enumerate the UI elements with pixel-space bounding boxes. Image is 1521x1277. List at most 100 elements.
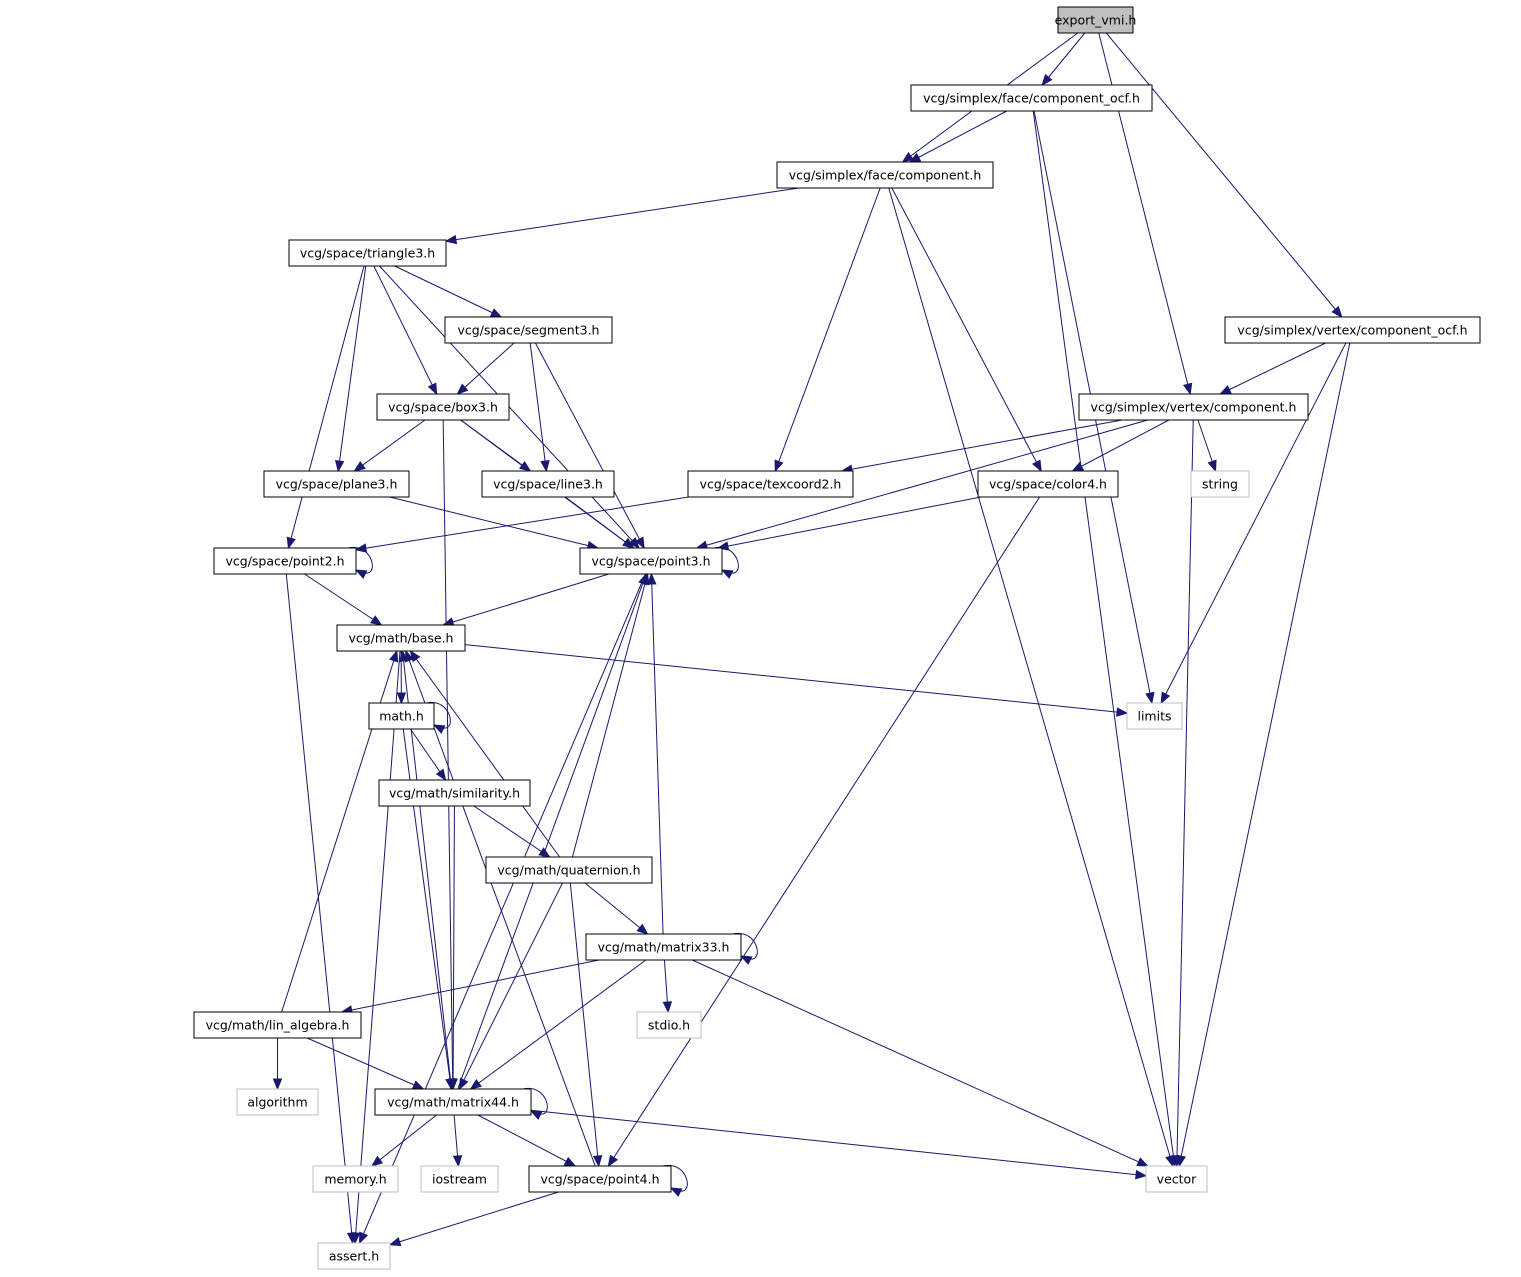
edge-vertex_ocf-to-vertex_comp xyxy=(1219,342,1326,395)
node-label: string xyxy=(1202,477,1238,492)
node-point4[interactable]: vcg/space/point4.h xyxy=(528,1165,672,1193)
node-segment3[interactable]: vcg/space/segment3.h xyxy=(444,316,613,344)
node-color4[interactable]: vcg/space/color4.h xyxy=(977,470,1119,498)
node-box xyxy=(776,161,994,189)
edge-math-to-similarity xyxy=(410,728,447,782)
edge-line xyxy=(304,573,382,626)
edge-point3-to-assert xyxy=(359,573,646,1245)
node-box xyxy=(1078,393,1309,421)
edge-arrowhead xyxy=(592,1155,603,1168)
node-box3[interactable]: vcg/space/box3.h xyxy=(376,393,510,421)
node-face_comp[interactable]: vcg/simplex/face/component.h xyxy=(776,161,994,189)
edge-arrowhead xyxy=(622,537,635,549)
edge-arrowhead xyxy=(1071,461,1085,472)
node-base[interactable]: vcg/math/base.h xyxy=(336,624,466,652)
edge-vertex_ocf-to-limits xyxy=(1160,342,1347,705)
node-stdio: stdio.h xyxy=(636,1011,702,1039)
edge-line xyxy=(394,265,502,318)
edge-line xyxy=(443,573,609,626)
node-matrix33[interactable]: vcg/math/matrix33.h xyxy=(585,933,742,961)
node-point3[interactable]: vcg/space/point3.h xyxy=(579,547,723,575)
node-label: vcg/math/matrix33.h xyxy=(598,940,730,955)
node-box xyxy=(977,470,1119,498)
edge-face_comp-to-vector xyxy=(888,187,1175,1168)
edge-matrix44-to-point3 xyxy=(457,572,648,1090)
edge-point2-to-assert xyxy=(285,573,357,1245)
node-iostream: iostream xyxy=(420,1165,499,1193)
edge-similarity-to-quaternion xyxy=(473,805,551,858)
edge-quaternion-to-point3 xyxy=(571,572,650,858)
node-lin_algebra[interactable]: vcg/math/lin_algebra.h xyxy=(193,1011,362,1039)
node-label: vcg/math/base.h xyxy=(349,631,454,646)
edge-line xyxy=(713,546,739,574)
edge-point2-to-point2 xyxy=(347,546,373,579)
edge-lin_algebra-to-base xyxy=(281,649,399,1013)
edge-line xyxy=(569,882,600,1167)
node-label: vcg/math/matrix44.h xyxy=(387,1095,519,1110)
node-line3[interactable]: vcg/space/line3.h xyxy=(481,470,615,498)
edge-box3-to-matrix44 xyxy=(442,419,458,1091)
edge-arrowhead xyxy=(662,1001,673,1014)
edge-arrowhead xyxy=(1032,459,1042,473)
node-box xyxy=(1145,1165,1208,1193)
edge-arrowhead xyxy=(432,724,446,734)
edge-line xyxy=(337,265,367,472)
edge-arrowhead xyxy=(353,461,366,472)
edge-line xyxy=(529,342,547,472)
edge-line xyxy=(373,265,438,395)
node-label: vcg/simplex/vertex/component_ocf.h xyxy=(1237,323,1467,338)
node-plane3[interactable]: vcg/space/plane3.h xyxy=(263,470,410,498)
node-texcoord2[interactable]: vcg/space/texcoord2.h xyxy=(687,470,854,498)
edge-line xyxy=(1098,32,1191,395)
edge-arrowhead xyxy=(638,572,648,586)
edge-line xyxy=(571,573,649,858)
edge-arrowhead xyxy=(1172,1155,1182,1168)
node-vector: vector xyxy=(1145,1165,1208,1193)
node-label: limits xyxy=(1137,709,1171,724)
edge-arrowhead xyxy=(1145,691,1155,705)
node-vertex_comp[interactable]: vcg/simplex/vertex/component.h xyxy=(1078,393,1309,421)
edge-matrix33-to-vector xyxy=(692,959,1149,1167)
edge-line xyxy=(371,1114,437,1167)
node-box xyxy=(312,1165,399,1193)
node-box xyxy=(420,1165,499,1193)
node-similarity[interactable]: vcg/math/similarity.h xyxy=(378,779,531,807)
node-label: vector xyxy=(1157,1172,1198,1187)
node-label: vcg/space/point4.h xyxy=(540,1172,659,1187)
edge-line xyxy=(1032,110,1176,1167)
edge-face_ocf-to-face_comp xyxy=(908,110,1008,163)
node-quaternion[interactable]: vcg/math/quaternion.h xyxy=(485,856,653,884)
edge-lin_algebra-to-algorithm xyxy=(272,1038,283,1091)
edge-line xyxy=(354,419,426,472)
node-vertex_ocf[interactable]: vcg/simplex/vertex/component_ocf.h xyxy=(1224,316,1481,344)
node-face_ocf[interactable]: vcg/simplex/face/component_ocf.h xyxy=(910,84,1153,112)
node-matrix44[interactable]: vcg/math/matrix44.h xyxy=(374,1088,532,1116)
node-box xyxy=(910,84,1153,112)
nodes-layer: export_vmi.hvcg/simplex/face/component_o… xyxy=(193,6,1481,1270)
edge-export_vmi-to-face_ocf xyxy=(1041,32,1086,87)
edge-line xyxy=(522,1087,548,1115)
node-label: vcg/simplex/face/component_ocf.h xyxy=(923,91,1140,106)
edge-line xyxy=(355,496,689,551)
edge-point2-to-base xyxy=(304,573,383,626)
node-point2[interactable]: vcg/space/point2.h xyxy=(213,547,357,575)
edge-arrowhead xyxy=(452,1155,463,1168)
edge-line xyxy=(1220,342,1326,395)
node-math[interactable]: math.h xyxy=(368,702,435,730)
edge-matrix44-to-vector xyxy=(530,1109,1148,1180)
edge-line xyxy=(650,573,664,935)
edge-matrix33-to-matrix44 xyxy=(469,959,647,1090)
edge-face_comp-to-triangle3 xyxy=(444,187,799,245)
edge-line xyxy=(425,701,451,729)
node-triangle3[interactable]: vcg/space/triangle3.h xyxy=(288,239,447,267)
edge-export_vmi-to-vertex_comp xyxy=(1098,32,1193,396)
edge-export_vmi-to-vertex_ocf xyxy=(1105,32,1343,319)
edge-arrowhead xyxy=(444,234,458,245)
edge-arrowhead xyxy=(1160,691,1171,705)
edges-layer xyxy=(272,32,1351,1247)
node-label: vcg/space/point2.h xyxy=(225,554,344,569)
edge-line xyxy=(445,187,799,242)
edge-matrix33-to-lin_algebra xyxy=(340,959,600,1015)
node-label: algorithm xyxy=(247,1095,307,1110)
